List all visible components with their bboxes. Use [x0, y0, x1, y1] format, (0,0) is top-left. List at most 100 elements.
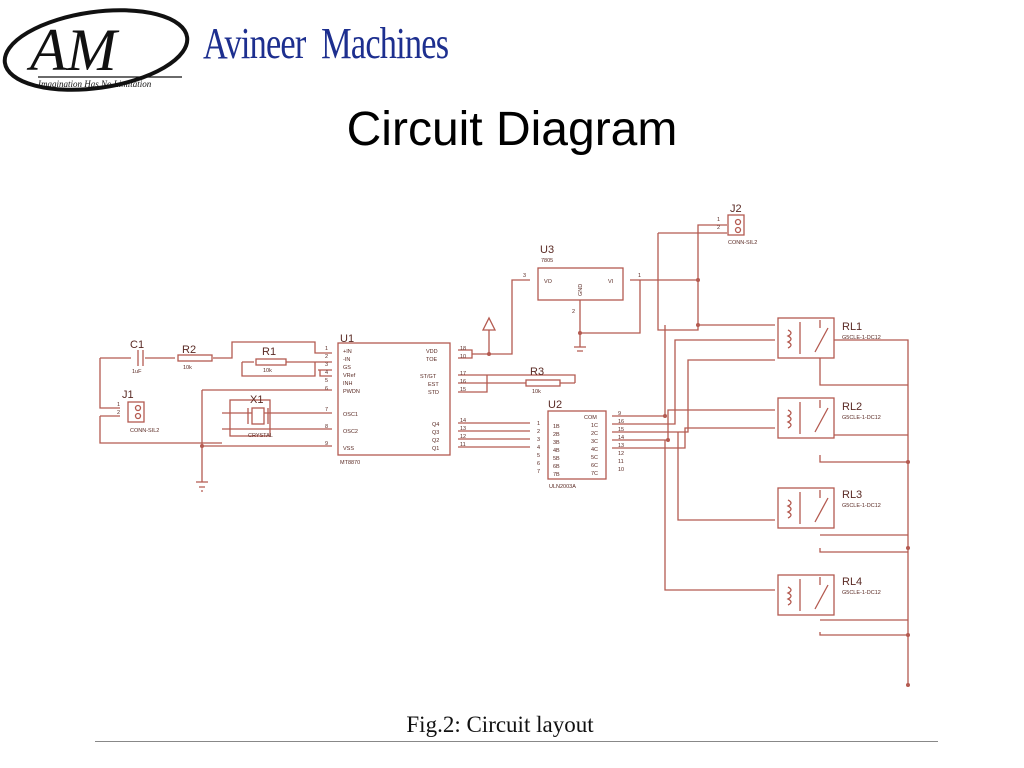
- svg-text:1: 1: [537, 421, 540, 427]
- svg-text:COM: COM: [584, 415, 597, 421]
- caption-divider: [95, 741, 938, 742]
- svg-text:2: 2: [717, 225, 720, 231]
- svg-text:5B: 5B: [553, 456, 560, 462]
- r3-ref: R3: [530, 366, 544, 378]
- svg-text:14: 14: [618, 435, 624, 441]
- x1-value: CRYSTAL: [248, 433, 273, 439]
- svg-text:GS: GS: [343, 365, 351, 371]
- svg-text:5: 5: [325, 378, 328, 384]
- company-name: Avineer Machines: [203, 19, 449, 68]
- svg-text:14: 14: [460, 418, 466, 424]
- svg-text:1: 1: [325, 346, 328, 352]
- svg-text:6: 6: [325, 386, 328, 392]
- rl1-ref: RL1: [842, 321, 862, 333]
- svg-text:TOE: TOE: [426, 357, 438, 363]
- capacitor-c1: C1 1uF: [130, 339, 144, 375]
- svg-text:EST: EST: [428, 382, 439, 388]
- svg-text:16: 16: [618, 419, 624, 425]
- svg-text:OSC1: OSC1: [343, 412, 358, 418]
- u2-ref: U2: [548, 399, 562, 411]
- svg-text:3: 3: [325, 362, 328, 368]
- relay-rl1: RL1 G5CLE-1-DC12: [777, 317, 881, 359]
- svg-text:1: 1: [117, 402, 120, 408]
- svg-text:INH: INH: [343, 381, 353, 387]
- rl4-value: G5CLE-1-DC12: [842, 590, 881, 596]
- svg-text:2: 2: [325, 354, 328, 360]
- svg-text:11: 11: [618, 459, 624, 465]
- svg-text:Q2: Q2: [432, 438, 439, 444]
- svg-text:6C: 6C: [591, 463, 598, 469]
- r2-ref: R2: [182, 344, 196, 356]
- u3-part: 7805: [541, 258, 553, 264]
- svg-text:15: 15: [460, 387, 466, 393]
- company-logo: AM Imagination Has No Limitation: [2, 8, 190, 92]
- svg-text:1B: 1B: [553, 424, 560, 430]
- svg-text:VSS: VSS: [343, 446, 354, 452]
- svg-text:18: 18: [460, 346, 466, 352]
- svg-text:Q1: Q1: [432, 446, 439, 452]
- junction-dots: [200, 278, 910, 687]
- svg-text:15: 15: [618, 427, 624, 433]
- slide-title: Circuit Diagram: [346, 103, 678, 156]
- svg-text:2: 2: [117, 410, 120, 416]
- svg-text:3B: 3B: [553, 440, 560, 446]
- rl2-ref: RL2: [842, 401, 862, 413]
- svg-text:ST/GT: ST/GT: [420, 374, 437, 380]
- r1-value: 10k: [263, 368, 272, 374]
- rl3-value: G5CLE-1-DC12: [842, 503, 881, 509]
- svg-text:2B: 2B: [553, 432, 560, 438]
- u3-ref: U3: [540, 244, 554, 256]
- svg-text:13: 13: [618, 443, 624, 449]
- svg-text:10: 10: [460, 354, 466, 360]
- svg-text:6B: 6B: [553, 464, 560, 470]
- crystal-x1: X1 CRYSTAL: [229, 394, 273, 439]
- svg-text:13: 13: [460, 426, 466, 432]
- x1-ref: X1: [250, 394, 263, 406]
- svg-text:2C: 2C: [591, 431, 598, 437]
- svg-text:1C: 1C: [591, 423, 598, 429]
- svg-text:4: 4: [537, 445, 540, 451]
- svg-text:VDD: VDD: [426, 349, 438, 355]
- relay-rl2: RL2 G5CLE-1-DC12: [777, 397, 881, 439]
- svg-text:PWDN: PWDN: [343, 389, 360, 395]
- svg-text:7B: 7B: [553, 472, 560, 478]
- svg-text:2: 2: [537, 429, 540, 435]
- svg-text:VRef: VRef: [343, 373, 356, 379]
- svg-text:7: 7: [537, 469, 540, 475]
- j2-ref: J2: [730, 203, 742, 215]
- svg-text:2: 2: [572, 309, 575, 315]
- svg-text:12: 12: [618, 451, 624, 457]
- svg-text:GND: GND: [578, 284, 584, 296]
- circuit-wires: [99, 224, 909, 685]
- svg-text:3: 3: [537, 437, 540, 443]
- svg-text:3: 3: [523, 273, 526, 279]
- rl4-ref: RL4: [842, 576, 862, 588]
- c1-ref: C1: [130, 339, 144, 351]
- logo-tagline: Imagination Has No Limitation: [37, 79, 152, 89]
- rl3-ref: RL3: [842, 489, 862, 501]
- c1-value: 1uF: [132, 369, 142, 375]
- svg-text:8: 8: [325, 424, 328, 430]
- svg-text:1: 1: [638, 273, 641, 279]
- svg-text:STD: STD: [428, 390, 439, 396]
- svg-text:4B: 4B: [553, 448, 560, 454]
- svg-text:-IN: -IN: [343, 357, 350, 363]
- svg-text:OSC2: OSC2: [343, 429, 358, 435]
- j2-value: CONN-SIL2: [728, 240, 757, 246]
- resistor-r3: R3 10k: [525, 366, 561, 395]
- svg-text:16: 16: [460, 379, 466, 385]
- figure-caption: Fig.2: Circuit layout: [406, 712, 594, 737]
- u1-ref: U1: [340, 333, 354, 345]
- connector-j1: 12 J1 CONN-SIL2: [117, 389, 159, 434]
- rl1-value: G5CLE-1-DC12: [842, 335, 881, 341]
- u1-part: MT8870: [340, 460, 360, 466]
- svg-text:10: 10: [618, 467, 624, 473]
- svg-text:Q3: Q3: [432, 430, 439, 436]
- r1-ref: R1: [262, 346, 276, 358]
- svg-text:+IN: +IN: [343, 349, 352, 355]
